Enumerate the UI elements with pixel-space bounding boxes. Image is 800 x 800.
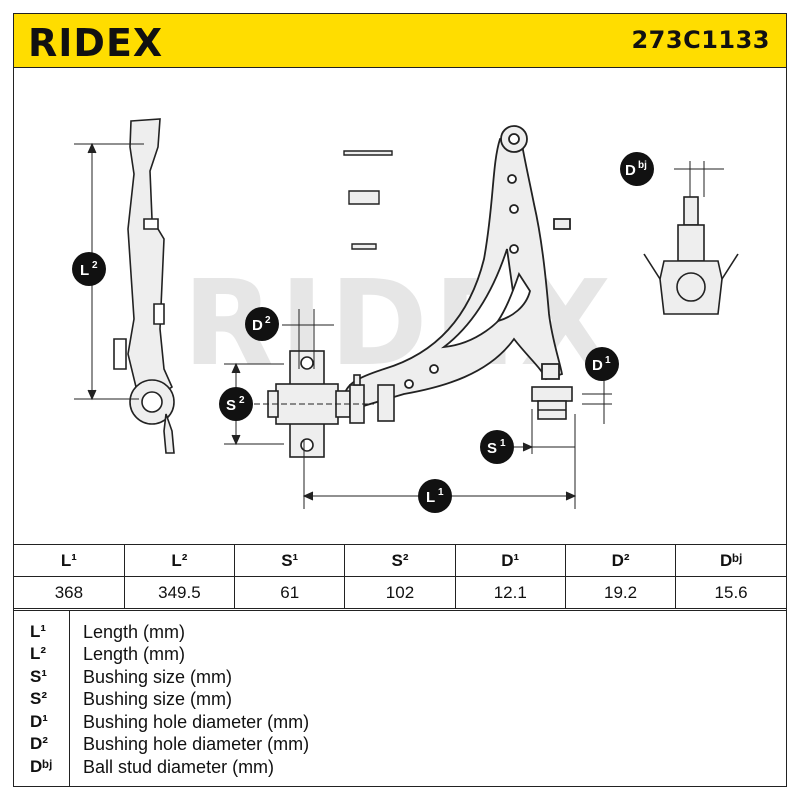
- spec-value-l2: 349.5: [123, 576, 236, 609]
- side-view-arm: [113, 118, 175, 454]
- legend-description: Bushing hole diameter (mm): [83, 712, 310, 732]
- badge-d2-main: D: [252, 317, 263, 334]
- legend-symbol: S¹: [30, 667, 47, 686]
- technical-drawing: RIDEX: [72, 118, 739, 513]
- spec-header-dbj: Dᵇʲ: [675, 544, 786, 577]
- brand-logo: RIDEX: [28, 21, 163, 62]
- legend-item: S¹ Bushing size (mm): [14, 666, 786, 688]
- legend-symbol: L²: [30, 644, 47, 663]
- legend-description: Ball stud diameter (mm): [83, 757, 275, 777]
- spec-header-d2: D²: [564, 544, 677, 577]
- legend-symbol: S²: [30, 689, 47, 708]
- legend-description: Length (mm): [83, 644, 186, 664]
- spec-header-s1: S¹: [234, 544, 346, 577]
- spec-header-s2: S²: [344, 544, 456, 577]
- legend-symbol: L¹: [30, 622, 47, 641]
- part-number: 273C1133: [631, 26, 770, 54]
- legend-item: S² Bushing size (mm): [14, 688, 786, 710]
- spec-value-s2: 102: [344, 576, 456, 609]
- badge-d1-main: D: [592, 357, 603, 374]
- legend-symbol: Dᵇʲ: [30, 757, 53, 776]
- badge-s2: S 2: [219, 387, 253, 421]
- spec-value-d2: 19.2: [564, 576, 677, 609]
- badge-d2-sup: 2: [265, 315, 271, 326]
- legend-item: D¹ Bushing hole diameter (mm): [14, 711, 786, 733]
- legend-item: L² Length (mm): [14, 643, 786, 665]
- legend-symbol: D²: [30, 734, 48, 753]
- rear-bushing: [531, 386, 573, 420]
- legend: L¹ Length (mm) L² Length (mm) S¹ Bushing…: [14, 610, 786, 787]
- badge-s2-sup: 2: [239, 395, 245, 406]
- badge-l2-sup: 2: [92, 260, 98, 271]
- legend-description: Bushing size (mm): [83, 667, 233, 687]
- badge-l1-sup: 1: [438, 487, 444, 498]
- legend-item: D² Bushing hole diameter (mm): [14, 733, 786, 755]
- header-bar: RIDEX 273C1133: [14, 14, 786, 68]
- badge-l1-main: L: [426, 489, 435, 506]
- legend-symbol: D¹: [30, 712, 48, 731]
- spec-header-l2: L²: [123, 544, 236, 577]
- legend-item: L¹ Length (mm): [14, 621, 786, 643]
- spec-table: L¹ L² S¹ S² D¹ D² Dᵇʲ 368 349.5 61 102 1…: [14, 544, 786, 609]
- badge-d1: D 1: [585, 347, 619, 381]
- spec-value-row: 368 349.5 61 102 12.1 19.2 15.6: [14, 576, 786, 609]
- legend-divider: [69, 611, 70, 787]
- legend-description: Bushing hole diameter (mm): [83, 734, 310, 754]
- spec-value-l1: 368: [14, 576, 125, 609]
- badge-s1-sup: 1: [500, 438, 506, 449]
- product-sheet: RIDEX 273C1133 RIDEX: [13, 13, 787, 787]
- spec-value-s1: 61: [234, 576, 346, 609]
- badge-d2: D 2: [245, 307, 279, 341]
- badge-l2-main: L: [80, 262, 89, 279]
- legend-description: Length (mm): [83, 622, 186, 642]
- badge-l1: L 1: [418, 479, 452, 513]
- badge-dbj-sup: bj: [638, 160, 647, 171]
- legend-description: Bushing size (mm): [83, 689, 233, 709]
- badge-d1-sup: 1: [605, 355, 611, 366]
- spec-header-l1: L¹: [14, 544, 125, 577]
- badge-l2: L 2: [72, 252, 106, 286]
- badge-s1: S 1: [480, 430, 514, 464]
- badge-dbj: D bj: [620, 152, 654, 186]
- spec-header-d1: D¹: [454, 544, 566, 577]
- spec-value-d1: 12.1: [454, 576, 566, 609]
- control-arm-top-view: [343, 125, 571, 408]
- badge-s1-main: S: [487, 440, 497, 457]
- badge-s2-main: S: [226, 397, 236, 414]
- legend-item: Dᵇʲ Ball stud diameter (mm): [14, 756, 786, 778]
- spec-header-row: L¹ L² S¹ S² D¹ D² Dᵇʲ: [14, 544, 786, 577]
- ball-joint: [643, 196, 739, 315]
- spec-value-dbj: 15.6: [675, 576, 786, 609]
- hardware-parts: [343, 150, 393, 250]
- brand-logo-text: RIDEX: [28, 21, 163, 62]
- badge-dbj-main: D: [625, 162, 636, 179]
